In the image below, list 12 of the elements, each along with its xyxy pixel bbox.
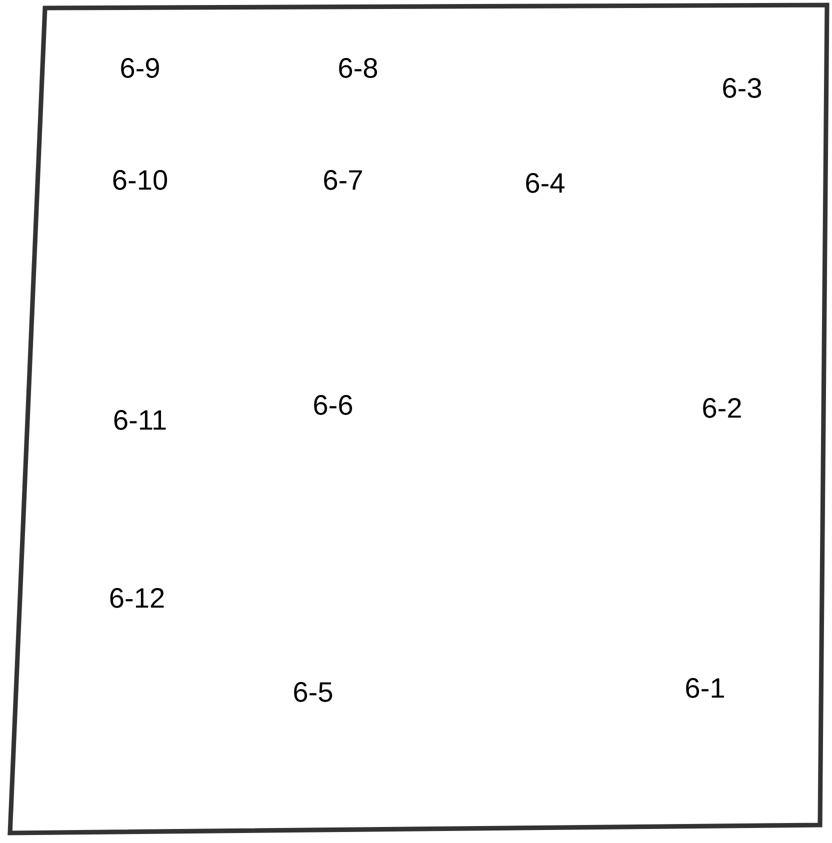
- callout-number: 6-1: [686, 678, 724, 698]
- callout-number: 6-11: [114, 410, 166, 430]
- callout-number: 6-8: [339, 58, 378, 78]
- callout-number: 6-12: [110, 588, 164, 608]
- callout-number: 6-9: [121, 58, 159, 78]
- callout-number: 6-3: [723, 78, 762, 98]
- callout-number: 6-6: [314, 395, 352, 415]
- callout-number: 6-4: [526, 173, 564, 193]
- callout-number: 6-2: [703, 398, 741, 418]
- callout-number: 6-5: [294, 682, 332, 702]
- callout-number: 6-10: [113, 170, 168, 190]
- callout-number: 6-7: [324, 170, 362, 190]
